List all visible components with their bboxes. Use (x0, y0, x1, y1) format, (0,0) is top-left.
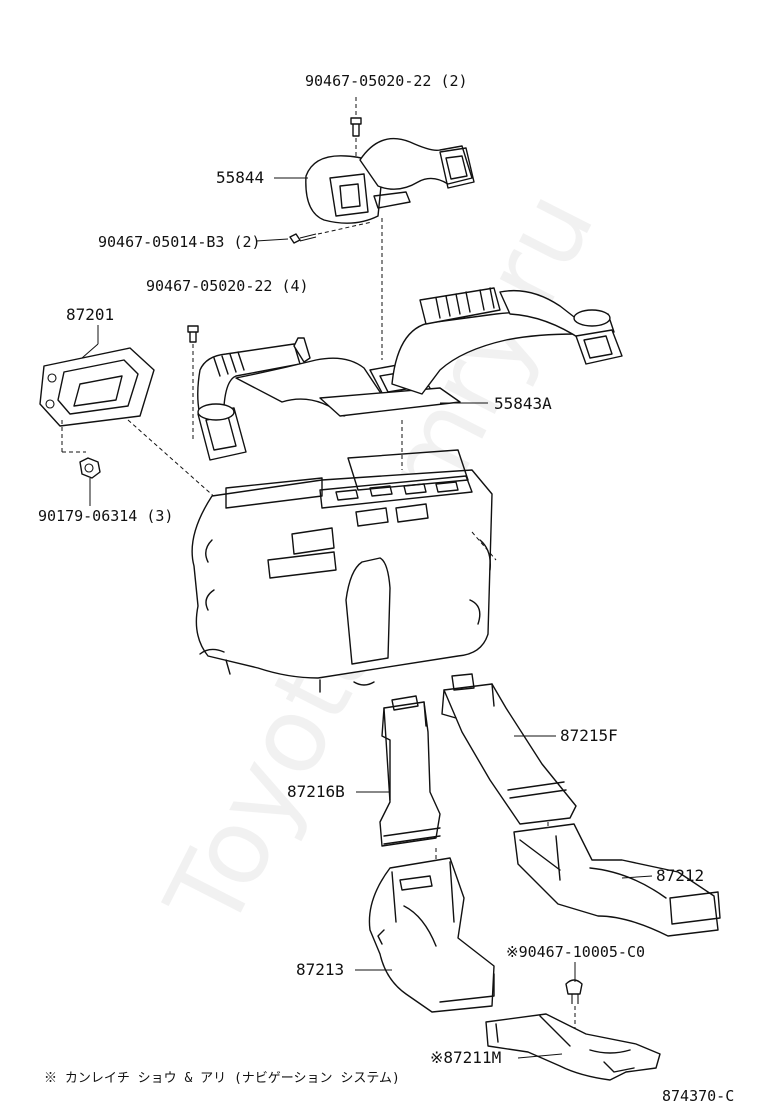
label-87213: 87213 (296, 960, 345, 979)
duct-87212-drawing (513, 823, 721, 937)
label-bolt-top: 90467-05020-22 (2) (305, 72, 468, 90)
vent-87201-drawing (39, 347, 219, 501)
duct-87211m-drawing (485, 1013, 661, 1081)
label-bolt-mid: 90467-05020-22 (4) (146, 277, 309, 295)
label-87212: 87212 (656, 866, 705, 885)
leader-lines (81, 177, 653, 1059)
label-87216b: 87216B (287, 782, 345, 801)
heater-unit-drawing (191, 449, 497, 693)
label-nut-90179: 90179-06314 (3) (38, 507, 174, 525)
label-55843a: 55843A (494, 394, 552, 413)
bolt-top-icon (350, 97, 362, 162)
footnote: ※ カンレイチ ショウ & アリ (ナビゲーション システム) (44, 1071, 400, 1086)
duct-55844-drawing (305, 137, 475, 360)
bolt-mid-icon (187, 325, 199, 440)
label-87211m: ※87211M (430, 1048, 502, 1067)
nut-icon (79, 457, 101, 506)
label-87215f: 87215F (560, 726, 618, 745)
duct-55843a-drawing (197, 287, 623, 470)
duct-87213-drawing (368, 857, 495, 1013)
label-55844: 55844 (216, 168, 265, 187)
diagram-code: 874370-C (662, 1087, 735, 1105)
label-screw-b3: 90467-05014-B3 (2) (98, 233, 261, 251)
duct-87216b-drawing (379, 695, 441, 870)
label-clip-note: ※90467-10005-C0 (506, 943, 645, 961)
duct-87215f-drawing (441, 673, 577, 846)
label-87201: 87201 (66, 305, 115, 324)
screw-b3-icon (289, 221, 373, 244)
